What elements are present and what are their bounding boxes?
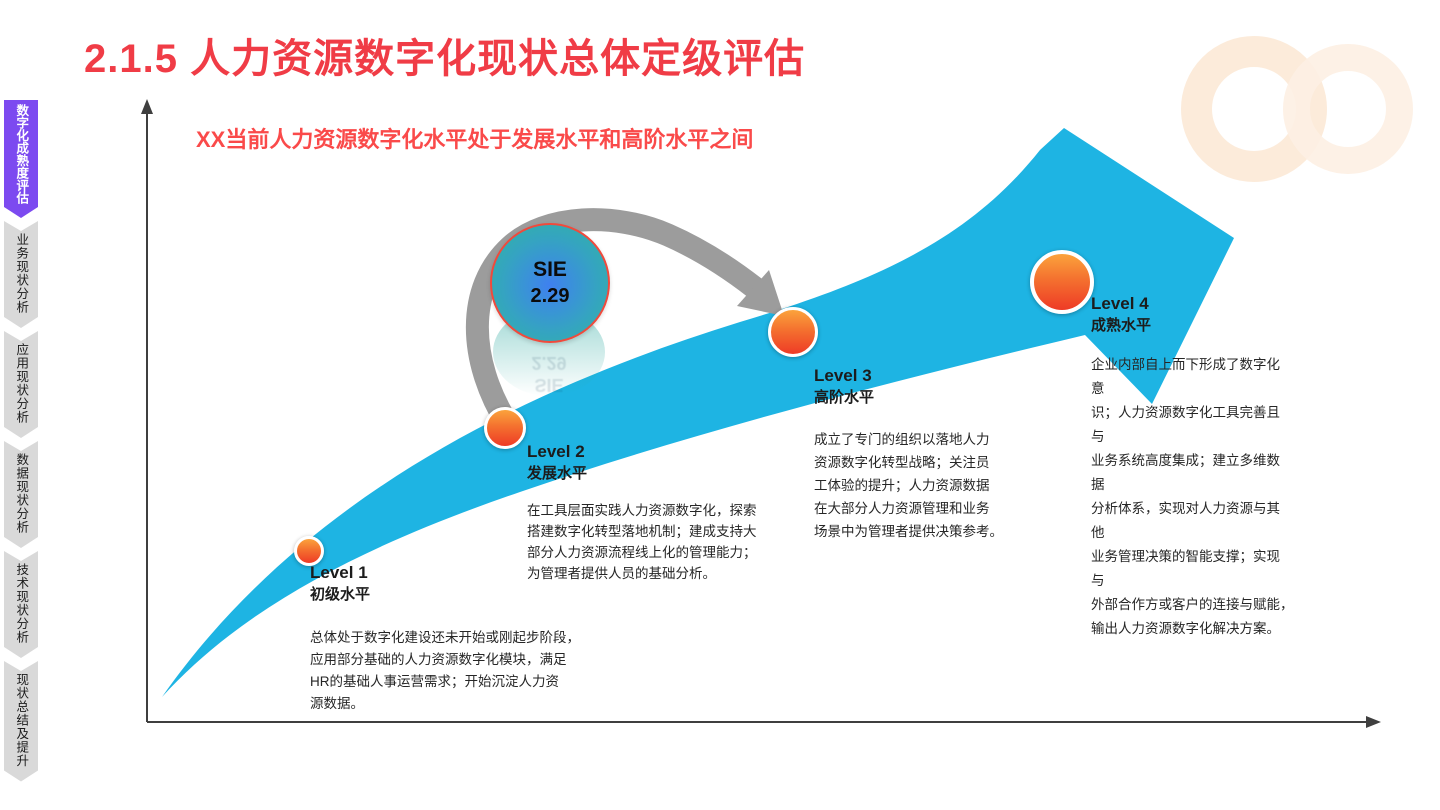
- level-card: Level 2 发展水平 在工具层面实践人力资源数字化，探索 搭建数字化转型落地…: [527, 441, 787, 584]
- level-card: Level 4 成熟水平 企业内部自上而下形成了数字化 意 识；人力资源数字化工…: [1091, 293, 1321, 641]
- level-name: Level 2: [527, 442, 585, 461]
- page-title: 2.1.5 人力资源数字化现状总体定级评估: [84, 37, 806, 81]
- sidebar-item-label: 数字化成熟度评估: [14, 104, 29, 204]
- sidebar: 数字化成熟度评估 业务现状分析 应用现状分析 数据现状分析 技术现状分析 现状总…: [4, 100, 38, 782]
- y-axis-arrow-icon: [141, 99, 153, 114]
- score-badge: SIE 2.29: [490, 223, 610, 343]
- level-desc: 成立了专门的组织以落地人力 资源数字化转型战略；关注员 工体验的提升；人力资源数…: [814, 432, 1003, 539]
- sidebar-item-technology-analysis[interactable]: 技术现状分析: [4, 551, 38, 658]
- level-name: Level 1: [310, 563, 368, 582]
- sidebar-item-data-analysis[interactable]: 数据现状分析: [4, 441, 38, 548]
- level-name: Level 3: [814, 366, 872, 385]
- level-3-marker-icon: [768, 307, 818, 357]
- sidebar-item-label: 数据现状分析: [14, 453, 29, 534]
- x-axis-arrow-icon: [1366, 716, 1381, 728]
- level-card: Level 1 初级水平 总体处于数字化建设还未开始或刚起步阶段， 应用部分基础…: [310, 562, 602, 715]
- score-label: SIE: [533, 258, 567, 281]
- level-grade: 高阶水平: [814, 389, 875, 406]
- level-4-marker-icon: [1030, 250, 1094, 314]
- level-1-marker-icon: [294, 536, 324, 566]
- growth-arrow-icon: [162, 128, 1234, 697]
- level-grade: 成熟水平: [1091, 317, 1152, 334]
- sidebar-item-label: 业务现状分析: [14, 233, 29, 314]
- level-card: Level 3 高阶水平 成立了专门的组织以落地人力 资源数字化转型战略；关注员…: [814, 365, 1014, 543]
- x-axis: [147, 716, 1381, 728]
- level-name: Level 4: [1091, 294, 1149, 313]
- sidebar-item-summary-improvement[interactable]: 现状总结及提升: [4, 661, 38, 782]
- sidebar-item-application-analysis[interactable]: 应用现状分析: [4, 331, 38, 438]
- level-desc: 在工具层面实践人力资源数字化，探索 搭建数字化转型落地机制；建成支持大 部分人力…: [527, 503, 757, 581]
- sidebar-item-label: 现状总结及提升: [14, 673, 29, 768]
- level-grade: 初级水平: [310, 586, 371, 603]
- section-subtitle: XX当前人力资源数字化水平处于发展水平和高阶水平之间: [196, 127, 754, 152]
- level-desc: 企业内部自上而下形成了数字化 意 识；人力资源数字化工具完善且 与 业务系统高度…: [1091, 357, 1294, 636]
- sidebar-item-label: 技术现状分析: [14, 563, 29, 644]
- y-axis: [141, 99, 153, 722]
- level-grade: 发展水平: [527, 465, 588, 482]
- score-value: 2.29: [530, 285, 570, 307]
- sidebar-item-business-analysis[interactable]: 业务现状分析: [4, 221, 38, 328]
- level-desc: 总体处于数字化建设还未开始或刚起步阶段， 应用部分基础的人力资源数字化模块，满足…: [310, 630, 580, 711]
- level-2-marker-icon: [484, 407, 526, 449]
- sidebar-item-label: 应用现状分析: [14, 343, 29, 424]
- sidebar-item-maturity-assessment[interactable]: 数字化成熟度评估: [4, 100, 38, 218]
- badge-reflection-text: SIE 2.29: [531, 353, 567, 395]
